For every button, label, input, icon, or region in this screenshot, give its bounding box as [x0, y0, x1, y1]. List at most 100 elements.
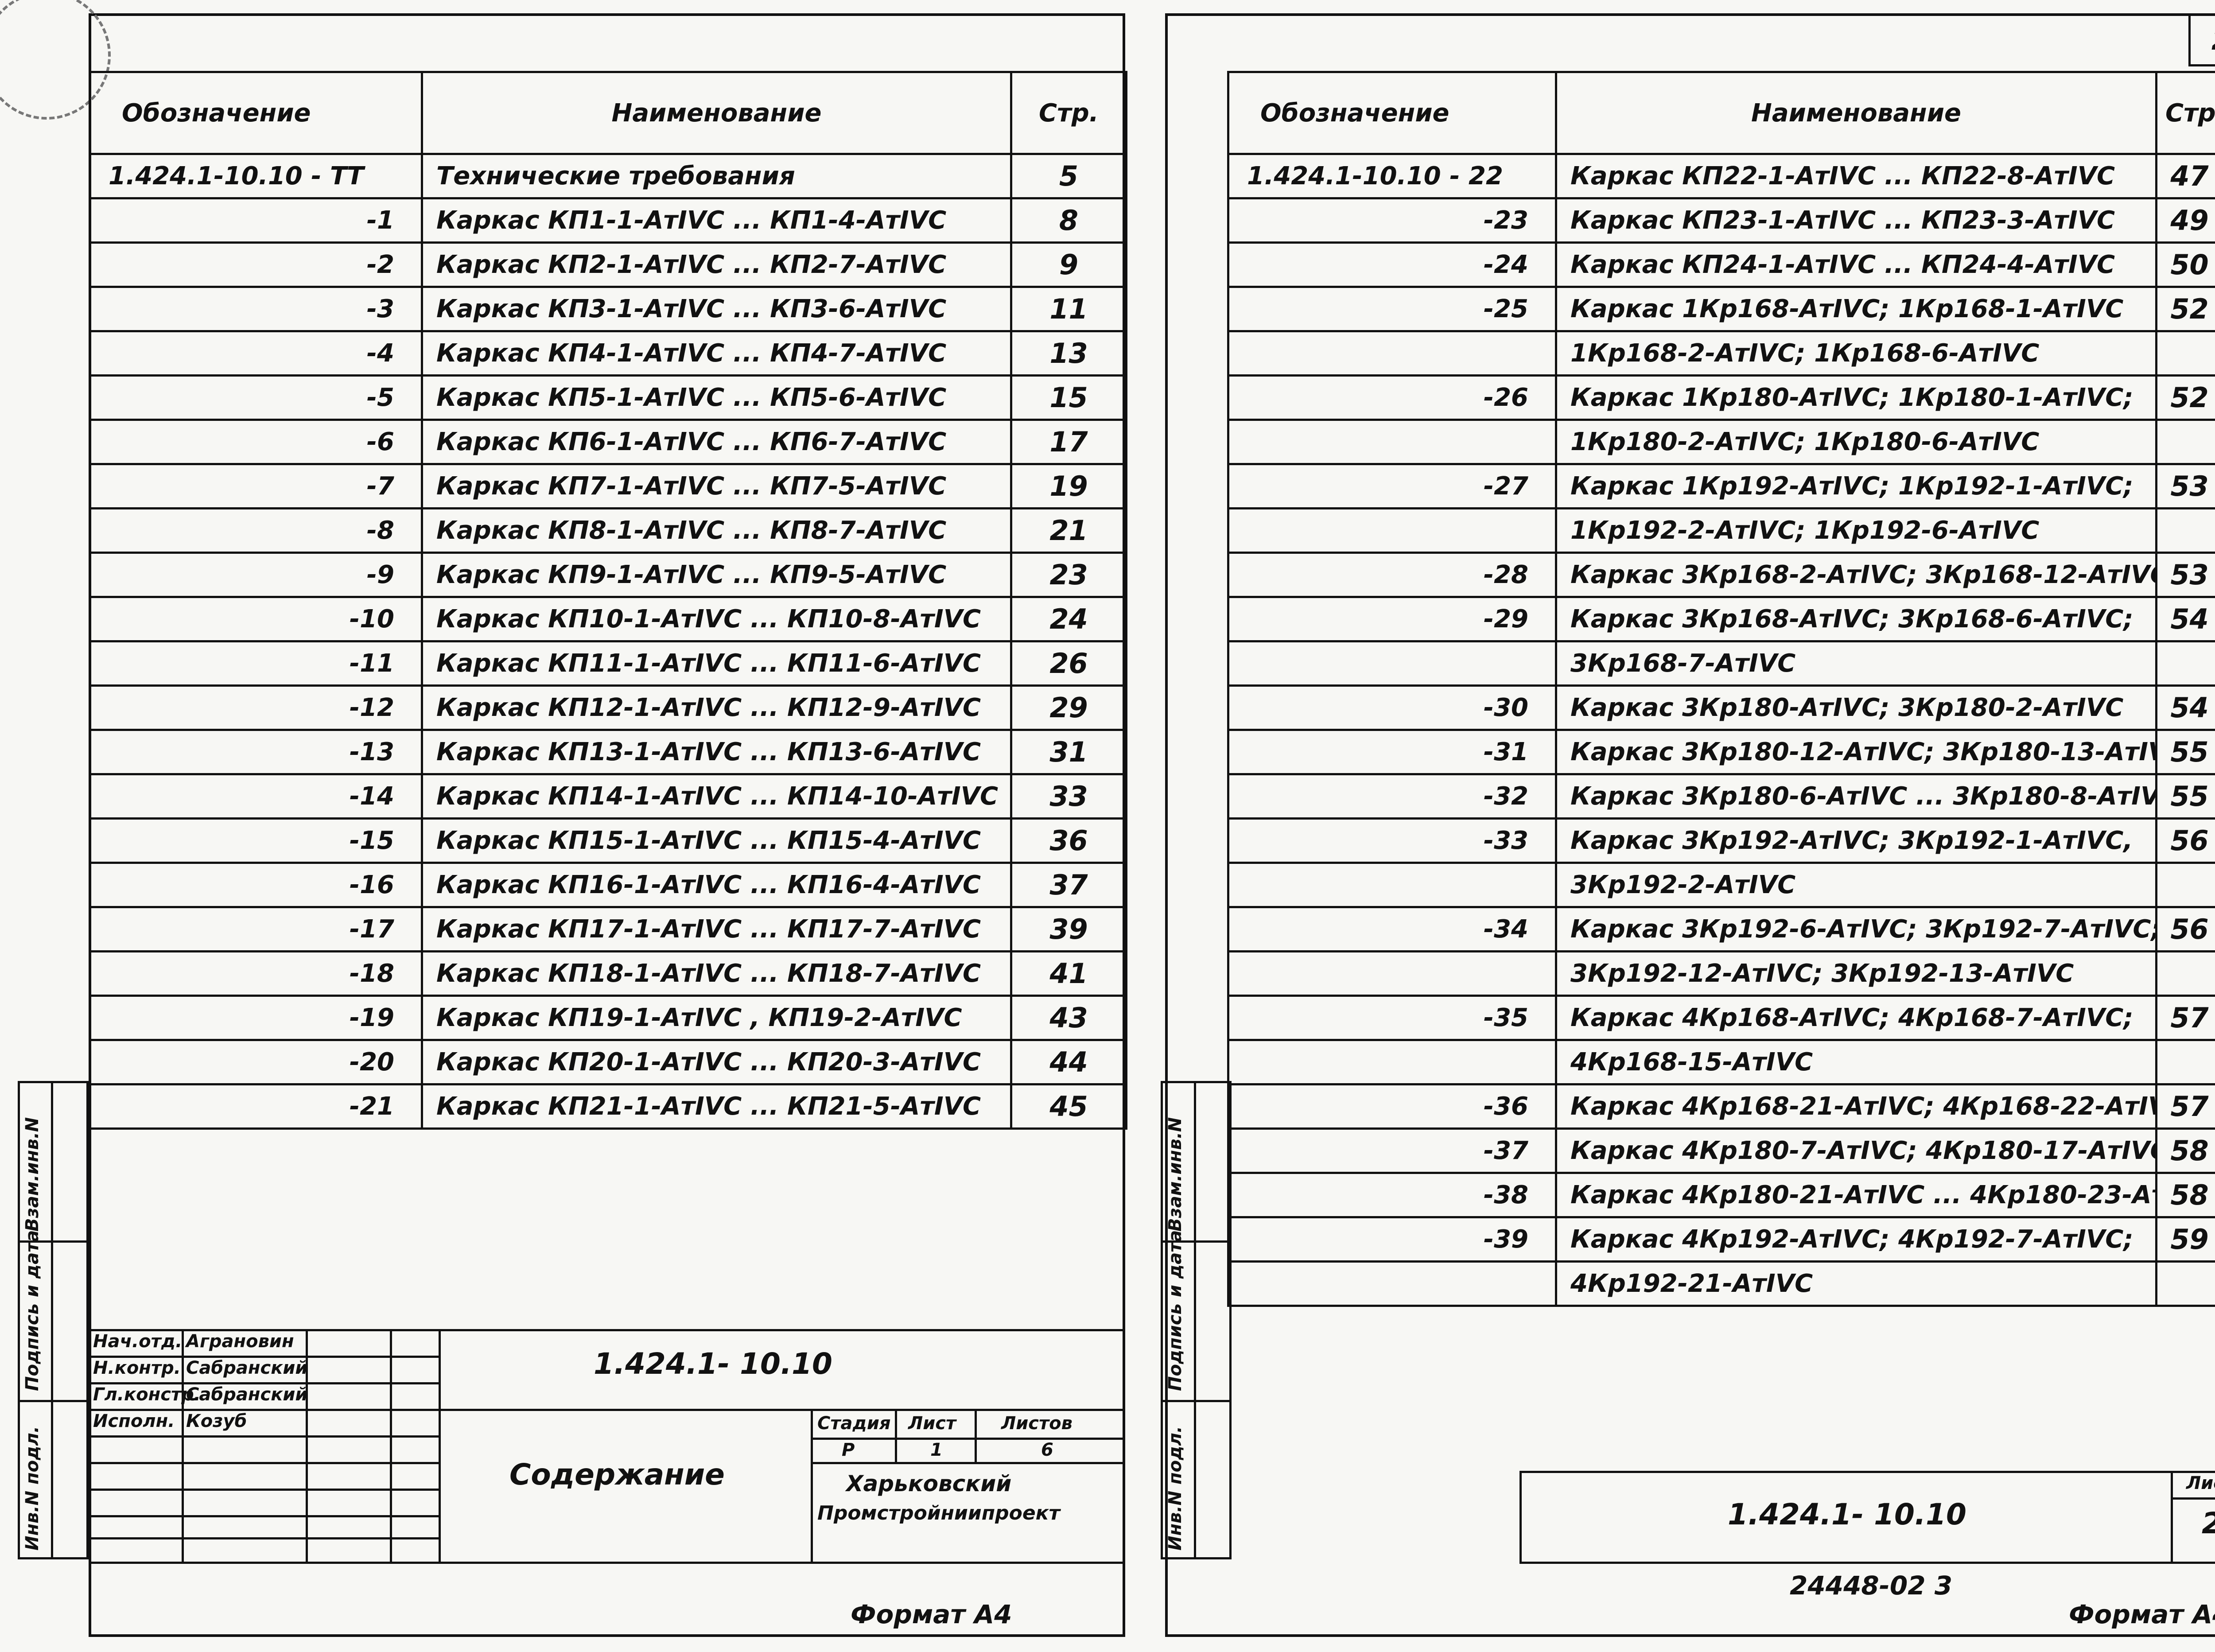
row-code: -8 — [89, 507, 423, 554]
row-name: Каркас КП18-1-АтIVС ... КП18-7-АтIVС — [421, 950, 1012, 997]
role-person: Аграновин — [186, 1331, 294, 1352]
row-code: -18 — [89, 950, 423, 997]
row-page — [2155, 640, 2215, 687]
row-page: 57 — [2155, 995, 2215, 1041]
table-row: 1Кр192-2-АтIVС; 1Кр192-6-АтIVС — [1227, 507, 2215, 554]
row-name: Каркас КП17-1-АтIVС ... КП17-7-АтIVС — [421, 906, 1012, 952]
row-code — [1227, 507, 1557, 554]
row-code: -1 — [89, 197, 423, 244]
side-label-inv-podl: Инв.N подл. — [1165, 1426, 1185, 1551]
header-code: Обозначение — [89, 71, 423, 155]
row-code: -17 — [89, 906, 423, 952]
row-name: Каркас КП10-1-АтIVС ... КП10-8-АтIVС — [421, 596, 1012, 642]
row-page: 43 — [1010, 995, 1127, 1041]
role-title: Гл.констр. — [93, 1384, 201, 1405]
row-code: 1.424.1-10.10 - ТТ — [89, 153, 423, 199]
stage-label: Стадия — [817, 1413, 891, 1434]
row-name: Каркас КП14-1-АтIVС ... КП14-10-АтIVС — [421, 773, 1012, 820]
row-code: -36 — [1227, 1083, 1557, 1130]
row-name: Каркас 3Кр192-6-АтIVС; 3Кр192-7-АтIVС; — [1555, 906, 2157, 952]
row-page: 54 — [2155, 596, 2215, 642]
table-row: 4Кр168-15-АтIVС — [1227, 1039, 2215, 1085]
row-page — [2155, 507, 2215, 554]
row-code — [1227, 950, 1557, 997]
row-page: 23 — [1010, 552, 1127, 598]
table-row: 3Кр192-12-АтIVС; 3Кр192-13-АтIVС — [1227, 950, 2215, 997]
side-label-vzam: Взам.инв.N — [1165, 1117, 1185, 1232]
row-page: 56 — [2155, 817, 2215, 864]
row-code: -29 — [1227, 596, 1557, 642]
row-name: 4Кр192-21-АтIVС — [1555, 1260, 2157, 1307]
row-name: Каркас 4Кр180-7-АтIVС; 4Кр180-17-АтIVС — [1555, 1127, 2157, 1174]
row-name: 1Кр168-2-АтIVС; 1Кр168-6-АтIVС — [1555, 330, 2157, 377]
side-label-podpis: Подпись и дата — [1165, 1230, 1185, 1391]
sheet-value: 1 — [930, 1440, 943, 1460]
row-code — [1227, 419, 1557, 465]
row-name: 3Кр168-7-АтIVС — [1555, 640, 2157, 687]
row-page — [2155, 1039, 2215, 1085]
row-name: Каркас 3Кр168-АтIVС; 3Кр168-6-АтIVС; — [1555, 596, 2157, 642]
header-page: Стр. — [2155, 71, 2215, 155]
role-title: Н.контр. — [93, 1358, 181, 1378]
row-name: Каркас 3Кр192-АтIVС; 3Кр192-1-АтIVС, — [1555, 817, 2157, 864]
row-code: -39 — [1227, 1216, 1557, 1263]
row-code — [1227, 1039, 1557, 1085]
right-designation: 1.424.1- 10.10 — [1728, 1497, 1966, 1532]
row-code: -28 — [1227, 552, 1557, 598]
row-name: Каркас 1Кр192-АтIVС; 1Кр192-1-АтIVС; — [1555, 463, 2157, 509]
row-name: 3Кр192-12-АтIVС; 3Кр192-13-АтIVС — [1555, 950, 2157, 997]
row-page: 31 — [1010, 729, 1127, 775]
row-page: 33 — [1010, 773, 1127, 820]
row-page: 39 — [1010, 906, 1127, 952]
row-name: Каркас КП3-1-АтIVС ... КП3-6-АтIVС — [421, 286, 1012, 332]
row-page: 15 — [1010, 374, 1127, 421]
row-name: Каркас КП2-1-АтIVС ... КП2-7-АтIVС — [421, 241, 1012, 288]
row-name: Каркас 4Кр180-21-АтIVС ... 4Кр180-23-АтI… — [1555, 1172, 2157, 1218]
row-code: -13 — [89, 729, 423, 775]
row-name: Каркас КП11-1-АтIVС ... КП11-6-АтIVС — [421, 640, 1012, 687]
row-code: -5 — [89, 374, 423, 421]
row-code: -35 — [1227, 995, 1557, 1041]
row-name: Каркас КП6-1-АтIVС ... КП6-7-АтIVС — [421, 419, 1012, 465]
table-header-row: Обозначение Наименование Стр. — [1227, 71, 2215, 155]
right-sheet-label: Лист — [2186, 1473, 2215, 1493]
header-page: Стр. — [1010, 71, 1127, 155]
row-code: -11 — [89, 640, 423, 687]
archive-stamp-icon — [0, 0, 111, 120]
row-code — [1227, 1260, 1557, 1307]
row-page: 26 — [1010, 640, 1127, 687]
row-name: Каркас КП4-1-АтIVС ... КП4-7-АтIVС — [421, 330, 1012, 377]
row-code — [1227, 330, 1557, 377]
row-page: 36 — [1010, 817, 1127, 864]
row-name: Каркас 4Кр168-АтIVС; 4Кр168-7-АтIVС; — [1555, 995, 2157, 1041]
header-code: Обозначение — [1227, 71, 1557, 155]
row-name: Каркас 3Кр168-2-АтIVС; 3Кр168-12-АтIVС — [1555, 552, 2157, 598]
header-name: Наименование — [421, 71, 1012, 155]
row-code: -6 — [89, 419, 423, 465]
row-name: 3Кр192-2-АтIVС — [1555, 862, 2157, 908]
right-title-block — [1519, 1471, 2215, 1564]
archive-number: 24448-02 3 — [1790, 1570, 1953, 1601]
row-code: -4 — [89, 330, 423, 377]
row-name: Каркас КП12-1-АтIVС ... КП12-9-АтIVС — [421, 684, 1012, 731]
row-code: -33 — [1227, 817, 1557, 864]
row-page: 5 — [1010, 153, 1127, 199]
row-page: 45 — [1010, 1083, 1127, 1130]
